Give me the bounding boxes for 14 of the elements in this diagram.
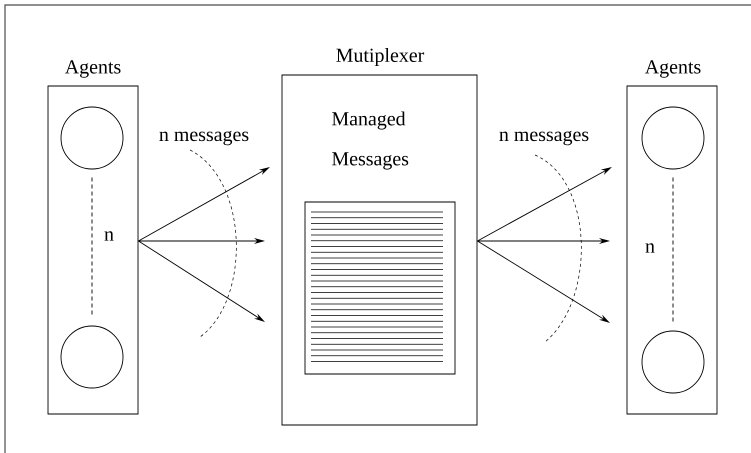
agent-circle (642, 330, 704, 394)
dashed-line (672, 177, 674, 323)
count-label: n (645, 243, 655, 253)
box-heading: Mutiplexer (336, 48, 424, 66)
agent-circle (60, 106, 124, 170)
agent-circle (642, 106, 704, 170)
box-heading: Agents (644, 60, 700, 78)
count-label: n (104, 231, 114, 241)
fan-label: n messages (158, 130, 250, 146)
agent-circle (60, 326, 124, 388)
box-heading: Agents (64, 60, 121, 78)
box-text: Managed Messages (332, 111, 408, 170)
fan-label: n messages (498, 130, 590, 146)
message-list (304, 202, 456, 374)
